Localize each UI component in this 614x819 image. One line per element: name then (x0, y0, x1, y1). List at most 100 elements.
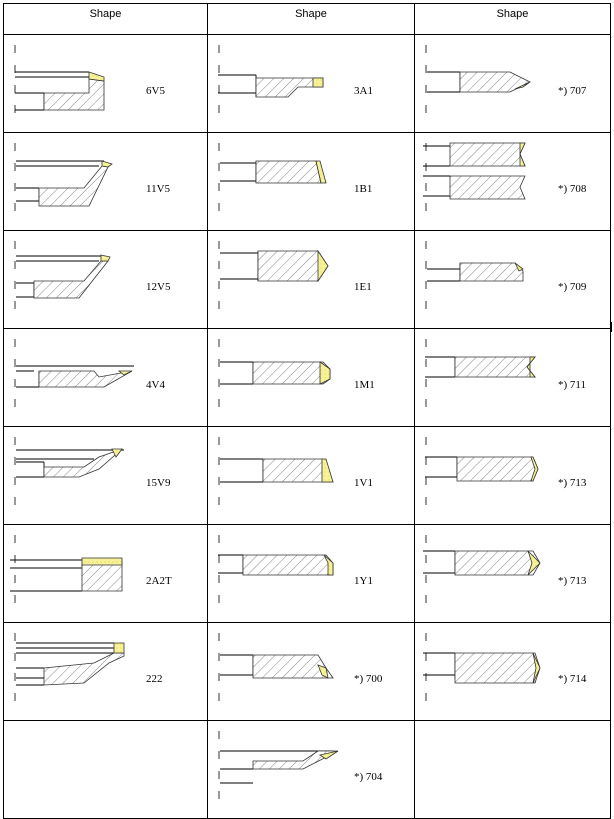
shape-cell: 1E1 (207, 230, 415, 329)
shape-cell: *) 711 (414, 328, 611, 427)
shape-code: 2A2T (146, 575, 172, 587)
shape-cell: 15V9 (3, 426, 208, 525)
wheel-body (38, 165, 109, 207)
wheel-body (38, 370, 133, 388)
table-row: 222 *) 700 *) 714 (3, 622, 611, 721)
column-header: Shape (207, 3, 415, 35)
wheel-profile-drawing (425, 45, 531, 115)
margin-mark (610, 322, 612, 332)
shape-code: *) 711 (558, 379, 587, 391)
wheel-profile-drawing (425, 339, 536, 409)
shape-cell: 12V5 (3, 230, 208, 329)
wheel-profile-drawing (218, 437, 334, 507)
shape-code: 11V5 (146, 183, 171, 195)
shape-code: *) 700 (354, 673, 383, 685)
wheel-profile-drawing (14, 45, 105, 115)
wheel-profile-drawing (218, 241, 329, 311)
shape-cell: 3A1 (207, 34, 415, 133)
table-row: 6V5 3A1 *) 707 (3, 34, 611, 133)
wheel-body (257, 250, 329, 282)
shape-cell: 6V5 (3, 34, 208, 133)
shape-code: 222 (146, 673, 163, 685)
table-row: 2A2T 1Y1 *) 713 (3, 524, 611, 623)
shape-code: *) 704 (354, 771, 383, 783)
abrasive-layer (88, 71, 105, 82)
wheel-profile-drawing (14, 339, 134, 409)
column-header: Shape (414, 3, 611, 35)
wheel-profile-drawing (14, 241, 111, 311)
wheel-body (454, 652, 541, 684)
wheel-profile-drawing (425, 241, 524, 311)
shape-code: 12V5 (146, 281, 171, 293)
abrasive-layer (319, 361, 331, 385)
wheel-profile-drawing (14, 143, 113, 213)
table-row: 11V5 1B1 *) 708 (3, 132, 611, 231)
column-header: Shape (3, 3, 208, 35)
abrasive-layer (317, 664, 329, 679)
shape-code: 1M1 (354, 379, 375, 391)
shape-code: 3A1 (354, 85, 373, 97)
abrasive-layer (514, 81, 531, 90)
wheel-body (456, 456, 539, 482)
shapes-table: Shape Shape Shape 6V5 3A1 *) 707 11V5 1B1 *) … (3, 3, 611, 819)
wheel-body (454, 550, 541, 576)
abrasive-layer (532, 652, 541, 684)
abrasive-layer (519, 142, 526, 167)
shape-cell: 4V4 (3, 328, 208, 427)
shape-code: 4V4 (146, 379, 165, 391)
abrasive-layer (100, 254, 111, 262)
shape-cell: 1B1 (207, 132, 415, 231)
abrasive-layer (318, 750, 339, 760)
shape-code: 1Y1 (354, 575, 373, 587)
wheel-profile-drawing (218, 143, 327, 213)
wheel-body (449, 175, 526, 200)
abrasive-layer (117, 370, 133, 376)
shape-code: *) 713 (558, 477, 587, 489)
wheel-body (33, 260, 109, 299)
abrasive-layer (530, 456, 539, 482)
wheel-profile-drawing (423, 535, 541, 605)
shape-cell: 1M1 (207, 328, 415, 427)
wheel-profile-drawing (423, 633, 541, 703)
shape-code: *) 707 (558, 85, 587, 97)
shape-code: *) 713 (558, 575, 587, 587)
wheel-body (449, 142, 526, 167)
wheel-body (43, 448, 123, 478)
table-row: *) 704 (3, 720, 611, 819)
shape-cell: *) 713 (414, 426, 611, 525)
abrasive-layer (323, 554, 334, 576)
shape-code: *) 709 (558, 281, 587, 293)
shape-cell: 1V1 (207, 426, 415, 525)
abrasive-layer (317, 249, 329, 283)
abrasive-layer (111, 448, 123, 458)
wheel-profile-drawing (218, 45, 324, 115)
shape-cell (3, 720, 208, 819)
wheel-body (252, 654, 334, 679)
wheel-profile-drawing (218, 339, 331, 409)
wheel-profile-drawing (14, 437, 124, 507)
shape-cell: *) 713 (414, 524, 611, 623)
wheel-body (454, 356, 536, 378)
abrasive-layer (527, 550, 541, 576)
header-row: Shape Shape Shape (3, 3, 611, 35)
shape-cell: *) 707 (414, 34, 611, 133)
table-row: 12V5 1E1 *) 709 (3, 230, 611, 329)
shape-code: 1B1 (354, 183, 373, 195)
wheel-body (459, 262, 524, 282)
shape-cell: 222 (3, 622, 208, 721)
abrasive-layer (514, 262, 524, 272)
wheel-body (43, 652, 125, 686)
shape-cell: 11V5 (3, 132, 208, 231)
shape-code: 15V9 (146, 477, 171, 489)
shape-code: *) 708 (558, 183, 587, 195)
shape-code: 6V5 (146, 85, 165, 97)
shape-code: 1E1 (354, 281, 372, 293)
shape-cell: 2A2T (3, 524, 208, 623)
abrasive-layer (312, 77, 324, 88)
shape-cell: *) 714 (414, 622, 611, 721)
wheel-body (81, 560, 123, 592)
wheel-profile-drawing (14, 633, 125, 703)
shape-cell: 1Y1 (207, 524, 415, 623)
wheel-profile-drawing (218, 535, 334, 605)
abrasive-layer (321, 458, 334, 483)
